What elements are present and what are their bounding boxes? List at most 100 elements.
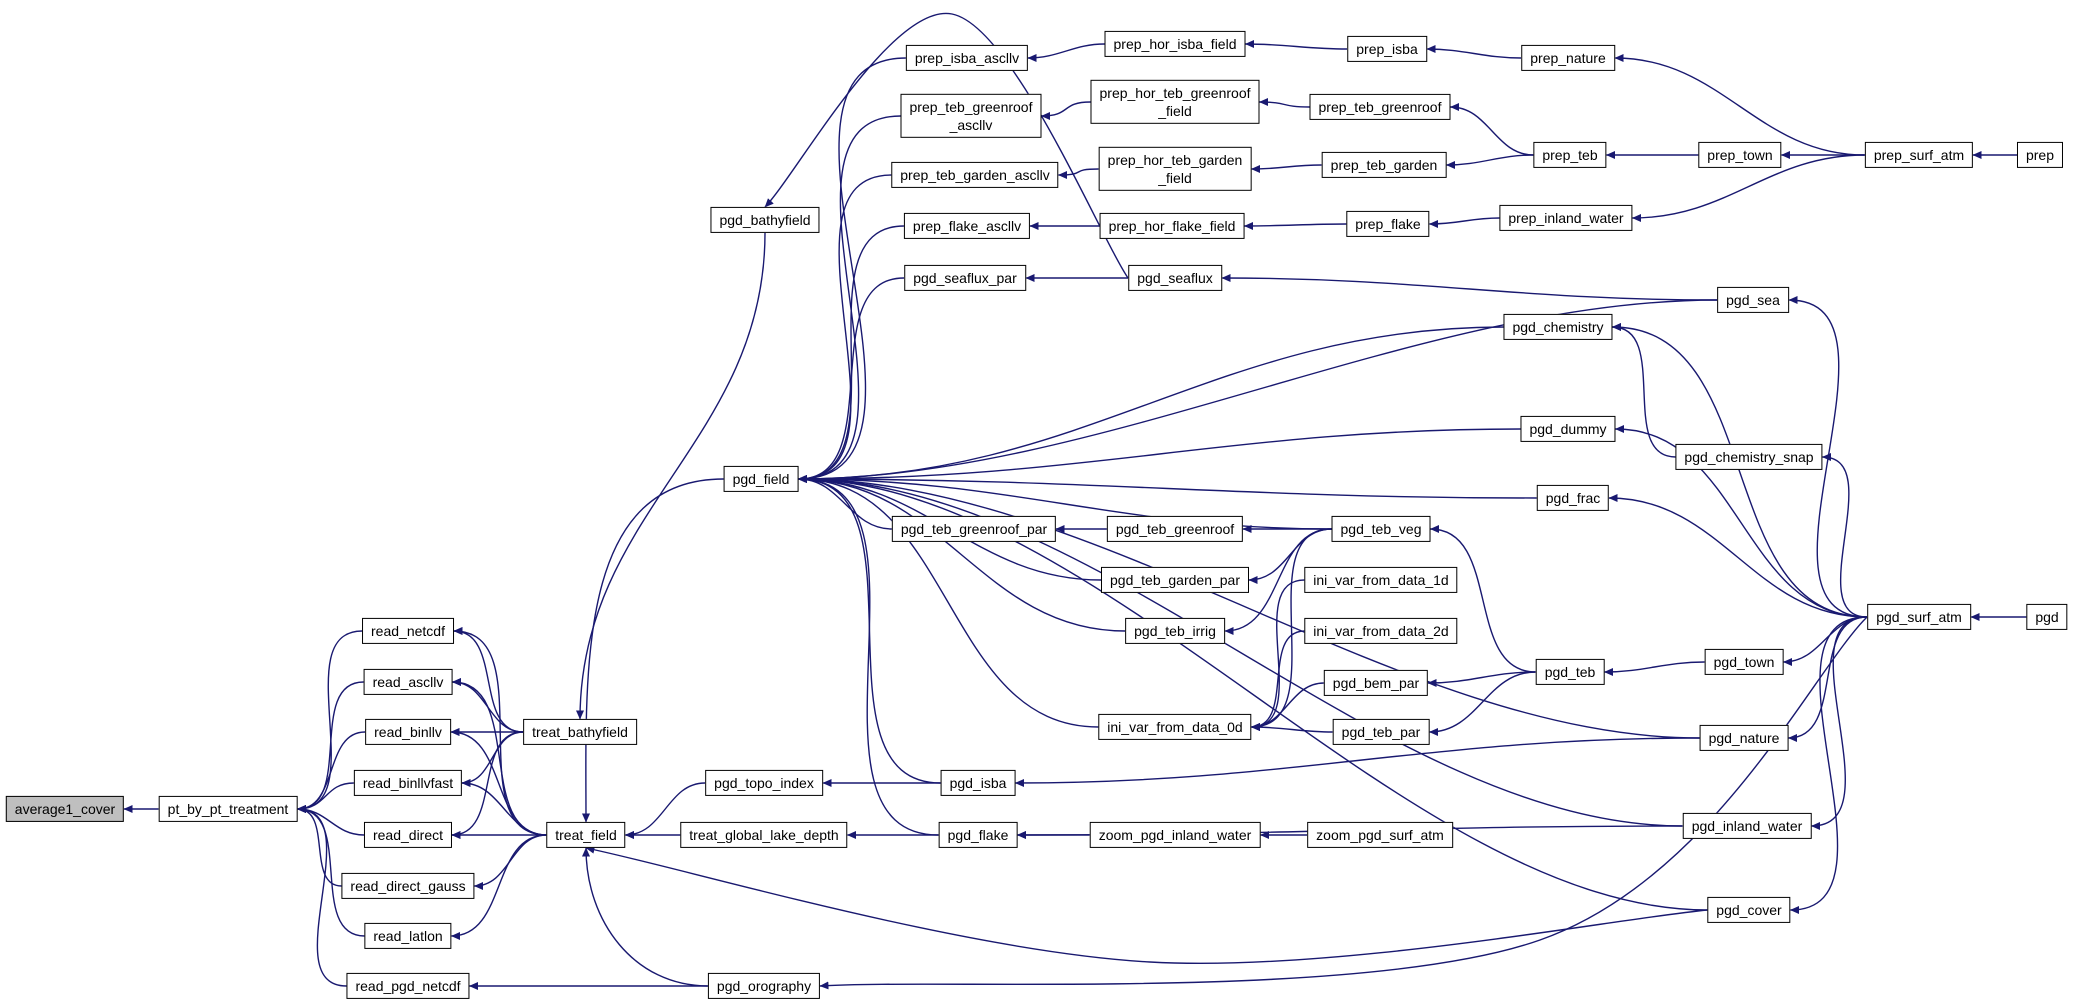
edge-pb-to-tb [576, 232, 766, 720]
node-rbf-read_binllvfast[interactable]: read_binllvfast [353, 769, 463, 797]
node-psp-pgd_seaflux_par[interactable]: pgd_seaflux_par [904, 264, 1026, 292]
node-tgld-treat_global_lake_depth[interactable]: treat_global_lake_depth [680, 821, 848, 849]
node-rpn-read_pgd_netcdf[interactable]: read_pgd_netcdf [346, 972, 470, 1000]
edge-gtopo-to-tf [625, 782, 706, 839]
node-gtv-pgd_teb_veg[interactable]: pgd_teb_veg [1331, 515, 1431, 543]
node-zpiw-zoom_pgd_inland_water[interactable]: zoom_pgd_inland_water [1089, 821, 1261, 849]
edge-gnat-to-gisba [1015, 737, 1700, 787]
edge-phtgaf-to-ptgar [1058, 168, 1099, 179]
node-gnat-pgd_nature[interactable]: pgd_nature [1699, 724, 1789, 752]
node-gteb-pgd_teb[interactable]: pgd_teb [1535, 658, 1605, 686]
node-pb-pgd_bathyfield[interactable]: pgd_bathyfield [710, 206, 820, 234]
node-pr-prep[interactable]: prep [2016, 141, 2064, 169]
edge-gnat-to-pf [798, 475, 1700, 739]
node-giw-pgd_inland_water[interactable]: pgd_inland_water [1682, 812, 1812, 840]
edge-pt-to-ptg [1450, 103, 1534, 156]
node-a1-average1_cover: average1_cover [5, 795, 125, 823]
node-gtg-pgd_teb_greenroof[interactable]: pgd_teb_greenroof [1106, 515, 1244, 543]
node-gtp-pgd_teb_par[interactable]: pgd_teb_par [1332, 718, 1430, 746]
node-pn-prep_nature[interactable]: prep_nature [1521, 44, 1615, 72]
node-gsa-pgd_surf_atm[interactable]: pgd_surf_atm [1867, 603, 1971, 631]
edge-gsa-to-gcov [1790, 616, 1868, 914]
edge-pn-to-pi [1426, 45, 1522, 59]
edge-gteb-to-gtv [1430, 525, 1536, 673]
node-pf-pgd_field[interactable]: pgd_field [723, 465, 799, 493]
edge-iv2-to-iv0 [1251, 630, 1305, 731]
node-zpsa-zoom_pgd_surf_atm[interactable]: zoom_pgd_surf_atm [1307, 821, 1453, 849]
node-gchem-pgd_chemistry[interactable]: pgd_chemistry [1503, 313, 1613, 341]
node-phif-prep_hor_isba_field[interactable]: prep_hor_isba_field [1104, 30, 1246, 58]
node-piw-prep_inland_water[interactable]: prep_inland_water [1499, 204, 1633, 232]
edge-gti-to-pf [798, 475, 1126, 632]
node-iv1-ini_var_from_data_1d[interactable]: ini_var_from_data_1d [1304, 566, 1458, 594]
node-phtgaf-prep_hor_teb_garden_field[interactable]: prep_hor_teb_garden _field [1098, 146, 1252, 192]
edge-rb-to-p1 [297, 731, 366, 813]
edge-gtown-to-gteb [1604, 661, 1705, 676]
node-gdum-pgd_dummy[interactable]: pgd_dummy [1520, 415, 1616, 443]
edge-pt-to-ptga [1446, 154, 1534, 169]
node-goro-pgd_orography[interactable]: pgd_orography [707, 972, 821, 1000]
node-phff-prep_hor_flake_field[interactable]: prep_hor_flake_field [1099, 212, 1245, 240]
edge-pi-to-phif [1245, 40, 1348, 50]
node-gtgar-pgd_teb_garden_par[interactable]: pgd_teb_garden_par [1100, 566, 1250, 594]
node-ptgar-prep_teb_garden_ascllv[interactable]: prep_teb_garden_ascllv [891, 161, 1059, 189]
node-ptw-prep_town[interactable]: prep_town [1698, 141, 1782, 169]
node-gcov-pgd_cover[interactable]: pgd_cover [1707, 896, 1791, 924]
node-gbp-pgd_bem_par[interactable]: pgd_bem_par [1323, 669, 1429, 697]
node-ptg-prep_teb_greenroof[interactable]: prep_teb_greenroof [1309, 93, 1451, 121]
node-gtown-pgd_town[interactable]: pgd_town [1704, 648, 1784, 676]
node-pfa-prep_flake_ascllv[interactable]: prep_flake_ascllv [903, 212, 1031, 240]
node-pi-prep_isba[interactable]: prep_isba [1347, 35, 1427, 63]
edge-ptga-to-phtgaf [1251, 164, 1322, 173]
node-gfrac-pgd_frac[interactable]: pgd_frac [1536, 484, 1610, 512]
node-psa-prep_surf_atm[interactable]: prep_surf_atm [1864, 141, 1974, 169]
edge-ptg_a-to-pf [798, 115, 901, 483]
node-gtgp-pgd_teb_greenroof_par[interactable]: pgd_teb_greenroof_par [891, 515, 1057, 543]
node-gcs-pgd_chemistry_snap[interactable]: pgd_chemistry_snap [1675, 443, 1823, 471]
edge-gsa-to-gfrac [1608, 494, 1868, 618]
node-iv2-ini_var_from_data_2d[interactable]: ini_var_from_data_2d [1304, 617, 1458, 645]
edge-psa-to-piw [1632, 154, 1866, 222]
edge-gcov-to-pf [798, 475, 1708, 911]
node-gisba-pgd_isba[interactable]: pgd_isba [940, 769, 1016, 797]
edge-gsa-to-goro [819, 616, 1868, 990]
node-pfl-prep_flake[interactable]: prep_flake [1346, 210, 1430, 238]
node-gtopo-pgd_topo_index[interactable]: pgd_topo_index [705, 769, 823, 797]
edge-gsa-to-gcs [1822, 453, 1868, 618]
node-tb-treat_bathyfield[interactable]: treat_bathyfield [523, 718, 637, 746]
edge-goro-to-tf [582, 847, 709, 987]
edge-ptg-to-phtgf [1259, 98, 1310, 108]
edge-gflake-to-pf [798, 475, 939, 836]
edge-gcs-to-gchem [1612, 323, 1676, 458]
node-ptg_a-prep_teb_greenroof_ascllv[interactable]: prep_teb_greenroof _ascllv [900, 93, 1042, 139]
node-rn-read_netcdf[interactable]: read_netcdf [362, 617, 454, 645]
node-ptga-prep_teb_garden[interactable]: prep_teb_garden [1321, 151, 1447, 179]
node-gflake-pgd_flake[interactable]: pgd_flake [938, 821, 1018, 849]
node-tf-treat_field[interactable]: treat_field [546, 821, 626, 849]
node-p1-pt_by_pt_treatment[interactable]: pt_by_pt_treatment [158, 795, 298, 823]
node-ra-read_ascllv[interactable]: read_ascllv [363, 668, 453, 696]
node-rdg-read_direct_gauss[interactable]: read_direct_gauss [341, 872, 475, 900]
node-gsea-pgd_sea[interactable]: pgd_sea [1717, 286, 1789, 314]
node-pia-prep_isba_ascllv[interactable]: prep_isba_ascllv [905, 44, 1029, 72]
node-iv0-ini_var_from_data_0d[interactable]: ini_var_from_data_0d [1098, 713, 1252, 741]
edge-gsa-to-gchem [1612, 323, 1868, 618]
node-rb-read_binllv[interactable]: read_binllv [365, 718, 451, 746]
edge-ptgar-to-pf [798, 174, 892, 483]
node-gpgd-pgd[interactable]: pgd [2026, 603, 2068, 631]
edge-gteb-to-gbp [1427, 671, 1536, 687]
edge-gsa-to-gdum [1615, 425, 1868, 618]
node-rd-read_direct[interactable]: read_direct [363, 821, 453, 849]
node-rl-read_latlon[interactable]: read_latlon [364, 922, 452, 950]
node-phtgf-prep_hor_teb_greenroof_field[interactable]: prep_hor_teb_greenroof _field [1090, 79, 1260, 125]
node-psf-pgd_seaflux[interactable]: pgd_seaflux [1128, 264, 1222, 292]
edge-pia-to-pf [798, 57, 907, 483]
node-gti-pgd_teb_irrig[interactable]: pgd_teb_irrig [1125, 617, 1225, 645]
edge-tf-to-rl [451, 834, 547, 940]
edge-psp-to-pf [798, 277, 905, 483]
node-pt-prep_teb[interactable]: prep_teb [1533, 141, 1607, 169]
edge-gteb-to-gtp [1429, 671, 1536, 736]
